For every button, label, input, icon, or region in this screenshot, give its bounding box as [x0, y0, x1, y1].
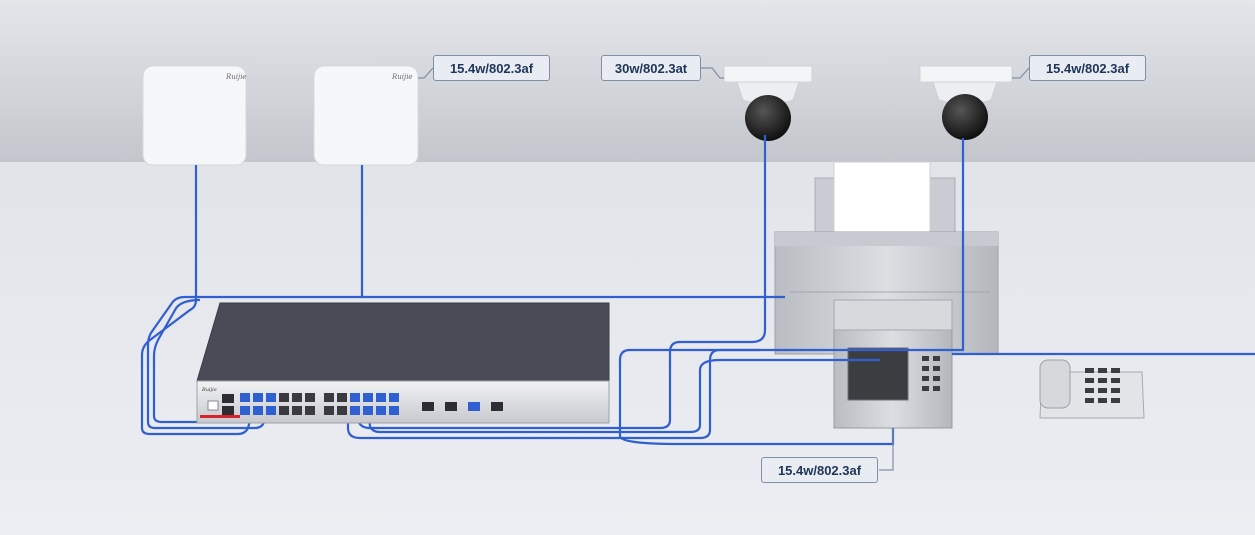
camera2-power-callout: 15.4w/802.3af [1029, 55, 1146, 81]
floor [0, 162, 1255, 535]
ethernet-ports [240, 393, 399, 415]
usb-port-icon [207, 400, 219, 411]
camera-lens-icon [745, 95, 791, 141]
terminal-screen [847, 347, 909, 401]
ap2-brand-logo: Ruijie [391, 73, 413, 81]
switch-front-panel [196, 380, 610, 424]
console-port-icon [222, 394, 234, 403]
mgmt-port-icon [222, 406, 234, 415]
access-point-1: Ruijie [142, 65, 247, 166]
cable-printer [366, 358, 880, 434]
poe-switch: Ruijie [196, 302, 610, 424]
switch-brand-logo: Ruijie [201, 387, 217, 393]
poe-cables [140, 135, 1255, 446]
cable-camera1 [353, 135, 767, 430]
dome-camera-2 [919, 65, 1013, 140]
cable-ap2 [146, 165, 364, 430]
cable-ap1 [140, 165, 255, 436]
access-point-2: Ruijie [313, 65, 419, 166]
ap2-power-callout: 15.4w/802.3af [433, 55, 550, 81]
phone-keypad-icon [1085, 368, 1120, 403]
terminal-keypad-icon [922, 356, 940, 391]
poe-terminal [833, 299, 953, 429]
camera1-power-callout: 30w/802.3at [601, 55, 701, 81]
terminal-power-callout: 15.4w/802.3af [761, 457, 878, 483]
cable-terminal [618, 348, 895, 446]
printer-paper [833, 161, 931, 233]
phone-handset-icon [1039, 359, 1071, 409]
ip-phone [1039, 359, 1145, 419]
ap1-brand-logo: Ruijie [225, 73, 247, 81]
switch-top [196, 302, 610, 382]
switch-red-label [200, 415, 240, 418]
callout-leaders [418, 67, 1030, 471]
camera-lens-icon [942, 94, 988, 140]
dome-camera-1 [723, 65, 813, 141]
sfp-ports [422, 402, 503, 411]
